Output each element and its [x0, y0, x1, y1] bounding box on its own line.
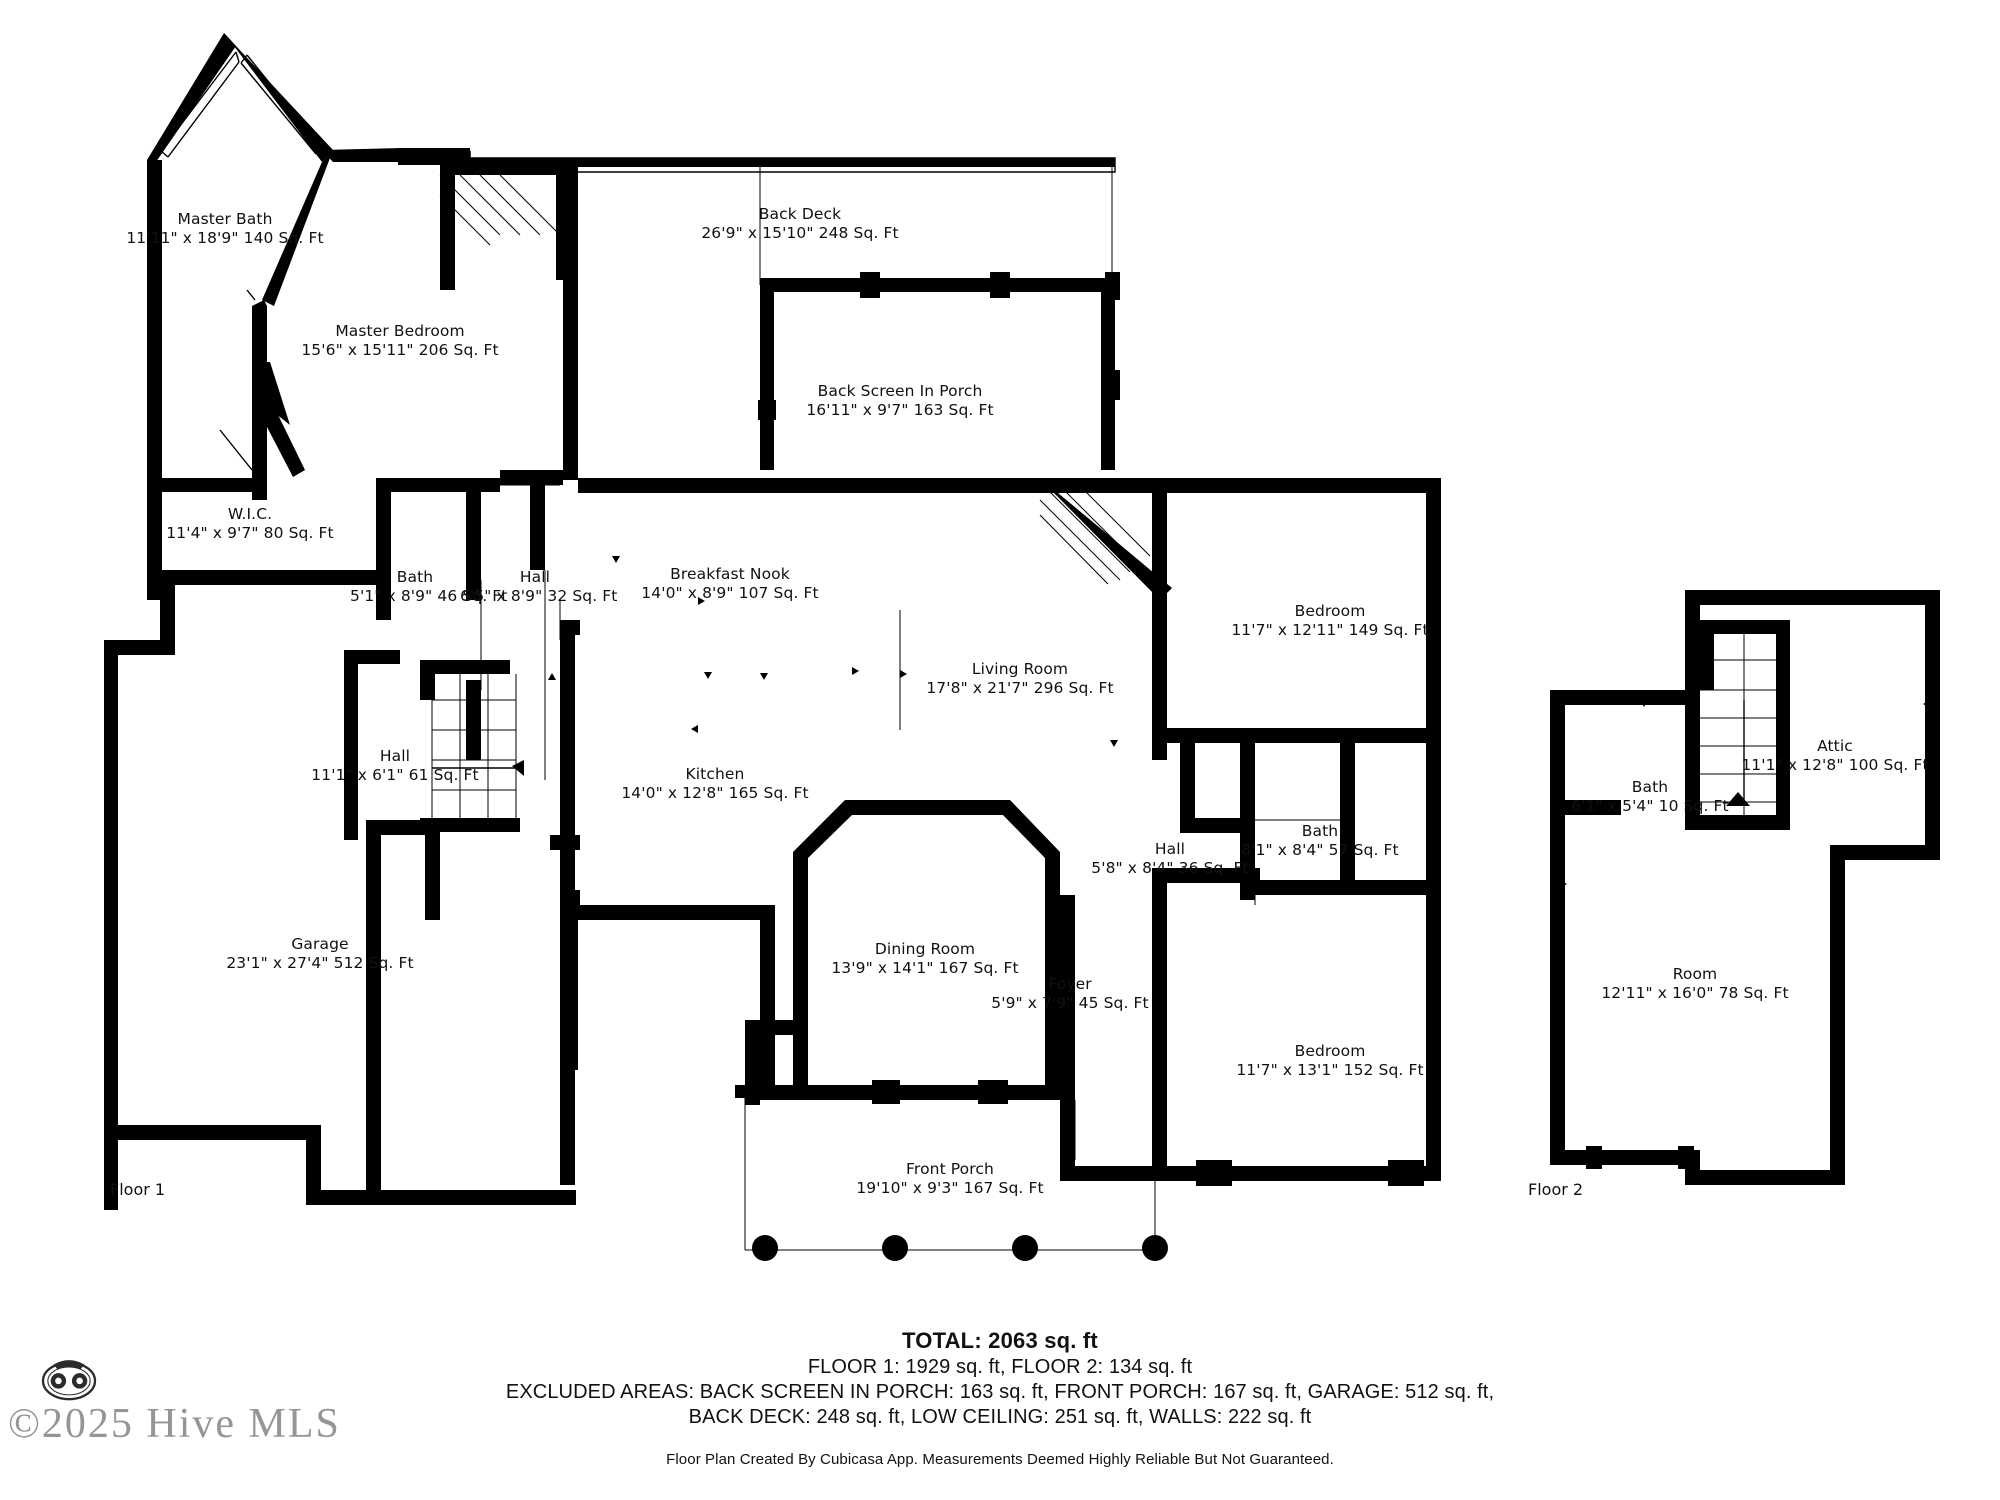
- room-dimensions: 5'8" x 8'4" 36 Sq. Ft: [1091, 858, 1249, 877]
- room-name: Hall: [379, 747, 411, 765]
- room-dimensions: 11'7" x 13'1" 152 Sq. Ft: [1236, 1060, 1424, 1079]
- room-dimensions: 12'11" x 16'0" 78 Sq. Ft: [1601, 983, 1789, 1002]
- room-name: Bath: [1631, 778, 1669, 796]
- room-label-bath-floor2: Bath 6'1" x 5'4" 10 Sq. Ft: [1555, 778, 1745, 816]
- room-name: Master Bedroom: [335, 322, 465, 340]
- room-dimensions: 14'0" x 8'9" 107 Sq. Ft: [641, 583, 819, 602]
- room-label-back-screen-porch: Back Screen In Porch 16'11" x 9'7" 163 S…: [735, 382, 1065, 420]
- room-dimensions: 11'11" x 18'9" 140 Sq. Ft: [126, 228, 324, 247]
- room-name: Breakfast Nook: [670, 565, 790, 583]
- room-label-hall-garage: Hall 11'1" x 6'1" 61 Sq. Ft: [295, 747, 495, 785]
- room-dimensions: 16'11" x 9'7" 163 Sq. Ft: [806, 400, 994, 419]
- credit-line: Floor Plan Created By Cubicasa App. Meas…: [666, 1451, 1334, 1468]
- room-dimensions: 5'1" x 8'9" 46 Sq. Ft: [350, 586, 508, 605]
- room-label-living-room: Living Room 17'8" x 21'7" 296 Sq. Ft: [870, 660, 1170, 698]
- room-dimensions: 14'0" x 12'8" 165 Sq. Ft: [621, 783, 809, 802]
- excluded-areas-line-2: BACK DECK: 248 sq. ft, LOW CEILING: 251 …: [688, 1406, 1312, 1428]
- room-name: Front Porch: [906, 1160, 994, 1178]
- per-floor-area-line: FLOOR 1: 1929 sq. ft, FLOOR 2: 134 sq. f…: [807, 1356, 1193, 1378]
- room-dimensions: 11'7" x 12'11" 149 Sq. Ft: [1231, 620, 1429, 639]
- room-label-garage: Garage 23'1" x 27'4" 512 Sq. Ft: [190, 935, 450, 973]
- room-dimensions: 11'1" x 6'1" 61 Sq. Ft: [311, 765, 479, 784]
- photography-logo: [41, 1360, 97, 1401]
- room-dimensions: 5'9" x 7'9" 45 Sq. Ft: [991, 993, 1149, 1012]
- room-label-bedroom-ne: Bedroom 11'7" x 12'11" 149 Sq. Ft: [1180, 602, 1480, 640]
- room-label-bedroom-se: Bedroom 11'7" x 13'1" 152 Sq. Ft: [1180, 1042, 1480, 1080]
- room-name: Living Room: [971, 660, 1069, 678]
- room-label-kitchen: Kitchen 14'0" x 12'8" 165 Sq. Ft: [575, 765, 855, 803]
- room-dimensions: 23'1" x 27'4" 512 Sq. Ft: [226, 953, 414, 972]
- room-dimensions: 13'9" x 14'1" 167 Sq. Ft: [831, 958, 1019, 977]
- room-label-master-bedroom: Master Bedroom 15'6" x 15'11" 206 Sq. Ft: [280, 322, 520, 360]
- room-dimensions: 6'1" x 5'4" 10 Sq. Ft: [1571, 796, 1729, 815]
- room-name: Bath: [1301, 822, 1339, 840]
- room-name: Hall: [1154, 840, 1186, 858]
- room-name: Kitchen: [685, 765, 745, 783]
- room-name: Attic: [1817, 737, 1853, 755]
- floor-2-geometry: [1550, 590, 1940, 1185]
- room-label-master-bath: Master Bath 11'11" x 18'9" 140 Sq. Ft: [75, 210, 375, 248]
- room-name: Foyer: [1048, 975, 1092, 993]
- room-name: Bath: [396, 568, 434, 586]
- room-name: Garage: [291, 935, 349, 953]
- room-label-wic: W.I.C. 11'4" x 9'7" 80 Sq. Ft: [150, 505, 350, 543]
- room-name: Back Deck: [758, 205, 842, 223]
- room-dimensions: 8'1" x 8'4" 57 Sq. Ft: [1241, 840, 1399, 859]
- room-name: Back Screen In Porch: [817, 382, 983, 400]
- room-label-bath-master-hall: Bath 5'1" x 8'9" 46 Sq. Ft: [350, 568, 508, 606]
- room-label-attic: Attic 11'1" x 12'8" 100 Sq. Ft: [1690, 737, 1980, 775]
- room-dimensions: 11'4" x 9'7" 80 Sq. Ft: [166, 523, 334, 542]
- room-label-room-floor2: Room 12'11" x 16'0" 78 Sq. Ft: [1545, 965, 1845, 1003]
- excluded-areas-line-1: EXCLUDED AREAS: BACK SCREEN IN PORCH: 16…: [505, 1381, 1495, 1403]
- room-dimensions: 26'9" x 15'10" 248 Sq. Ft: [701, 223, 899, 242]
- room-name: W.I.C.: [227, 505, 273, 523]
- room-name: Bedroom: [1294, 602, 1366, 620]
- floor-1-caption: Floor 1: [110, 1180, 166, 1199]
- room-dimensions: 15'6" x 15'11" 206 Sq. Ft: [301, 340, 499, 359]
- floor-2-caption: Floor 2: [1528, 1180, 1584, 1199]
- room-label-dining-room: Dining Room 13'9" x 14'1" 167 Sq. Ft: [790, 940, 1060, 978]
- room-label-bath-east: Bath 8'1" x 8'4" 57 Sq. Ft: [1195, 822, 1445, 860]
- room-dimensions: 11'1" x 12'8" 100 Sq. Ft: [1741, 755, 1929, 774]
- total-area-line: TOTAL: 2063 sq. ft: [902, 1328, 1098, 1353]
- room-name: Hall: [519, 568, 551, 586]
- room-label-breakfast-nook: Breakfast Nook 14'0" x 8'9" 107 Sq. Ft: [600, 565, 860, 603]
- floor-1-geometry: [104, 33, 1441, 1261]
- room-label-foyer: Foyer 5'9" x 7'9" 45 Sq. Ft: [955, 975, 1185, 1013]
- summary-footer: TOTAL: 2063 sq. ft FLOOR 1: 1929 sq. ft,…: [0, 1328, 2000, 1468]
- room-name: Room: [1672, 965, 1718, 983]
- room-label-hall-east: Hall 5'8" x 8'4" 36 Sq. Ft: [1090, 840, 1250, 878]
- room-label-hall-upper: Hall 6'5" x 8'9" 32 Sq. Ft: [460, 568, 618, 606]
- room-name: Dining Room: [874, 940, 976, 958]
- room-label-back-deck: Back Deck 26'9" x 15'10" 248 Sq. Ft: [650, 205, 950, 243]
- copyright-watermark: ©2025 Hive MLS: [8, 1401, 341, 1447]
- room-dimensions: 17'8" x 21'7" 296 Sq. Ft: [926, 678, 1114, 697]
- room-label-front-porch: Front Porch 19'10" x 9'3" 167 Sq. Ft: [805, 1160, 1095, 1198]
- room-name: Bedroom: [1294, 1042, 1366, 1060]
- room-name: Master Bath: [177, 210, 273, 228]
- room-dimensions: 6'5" x 8'9" 32 Sq. Ft: [460, 586, 618, 605]
- room-dimensions: 19'10" x 9'3" 167 Sq. Ft: [856, 1178, 1044, 1197]
